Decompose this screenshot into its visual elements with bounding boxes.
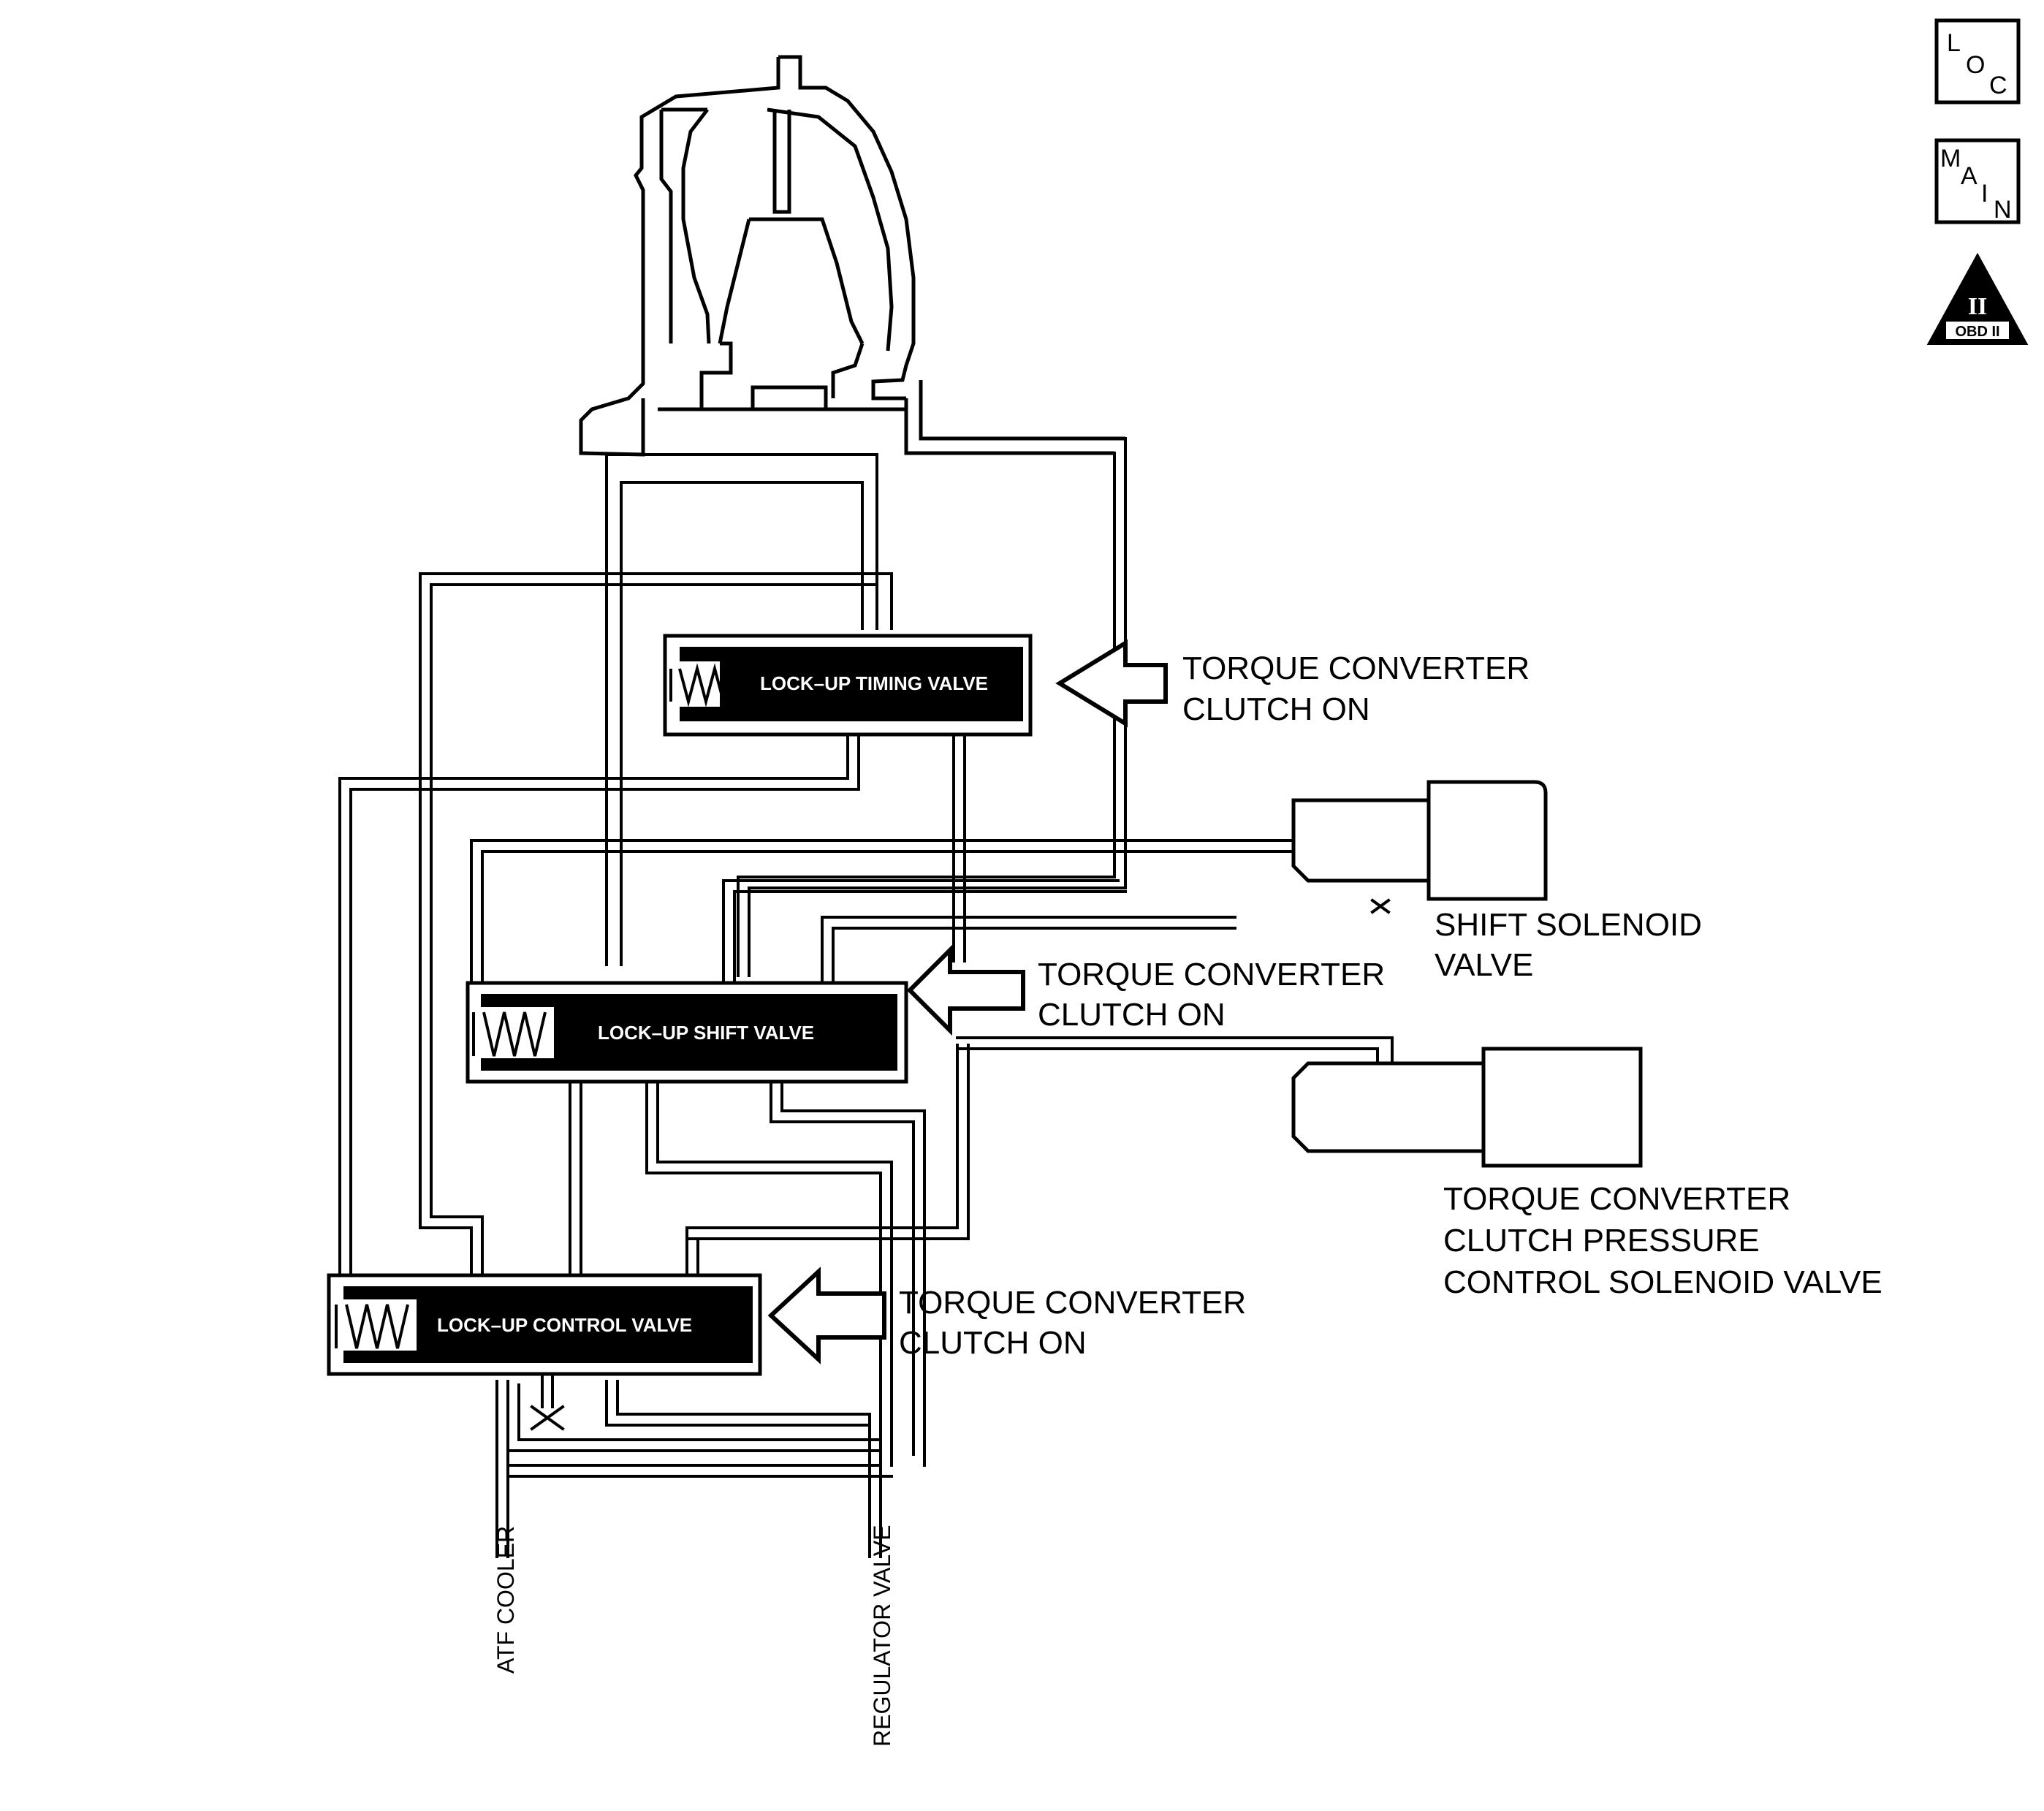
tcc-on-label-1-line1: TORQUE CONVERTER [1182, 650, 1530, 686]
main-letter-a: A [1961, 162, 1977, 190]
loc-icon[interactable]: L O C [1934, 18, 2021, 105]
tcc-pressure-label-line1: TORQUE CONVERTER [1443, 1181, 1790, 1217]
loc-letter-l: L [1947, 29, 1961, 57]
torque-converter-housing [579, 55, 1125, 457]
control-valve-label: LOCK–UP CONTROL VALVE [437, 1314, 692, 1336]
loc-letter-c: C [1989, 72, 2007, 99]
regulator-valve-label: REGULATOR VALVE [869, 1525, 895, 1747]
tcc-on-label-2-line1: TORQUE CONVERTER [1038, 957, 1385, 992]
main-letter-i: I [1981, 180, 1988, 208]
obd-text: OBD II [1955, 324, 1999, 340]
tcc-on-label-3-line1: TORQUE CONVERTER [899, 1285, 1246, 1321]
shift-solenoid-label-line2: VALVE [1435, 947, 1533, 983]
tcc-pressure-label-line3: CONTROL SOLENOID VALVE [1443, 1264, 1882, 1300]
tcc-on-arrow-1 [1055, 639, 1168, 728]
shift-valve-label: LOCK–UP SHIFT VALVE [598, 1022, 814, 1044]
atf-cooler-label: ATF COOLER [493, 1526, 519, 1674]
tcc-on-arrow-2 [906, 944, 1025, 1036]
shift-solenoid-label-line1: SHIFT SOLENOID [1435, 907, 1702, 943]
main-letter-n: N [1994, 196, 2012, 224]
shift-solenoid-valve [1291, 780, 1548, 901]
lock-up-shift-valve: LOCK–UP SHIFT VALVE [466, 981, 908, 1084]
tcc-pressure-label-line2: CLUTCH PRESSURE [1443, 1223, 1760, 1258]
timing-valve-label: LOCK–UP TIMING VALVE [760, 672, 988, 694]
tcc-on-label-1-line2: CLUTCH ON [1182, 691, 1370, 727]
tcc-pressure-control-solenoid-valve [1291, 1047, 1643, 1168]
loc-letter-o: O [1966, 51, 1985, 79]
obd-ii-icon[interactable]: II OBD II [1926, 252, 2029, 345]
lock-up-timing-valve: LOCK–UP TIMING VALVE [663, 634, 1033, 737]
tcc-on-label-2-line2: CLUTCH ON [1038, 997, 1226, 1033]
tcc-on-label-3-line2: CLUTCH ON [899, 1325, 1087, 1361]
main-letter-m: M [1940, 145, 1961, 172]
lock-up-control-valve: LOCK–UP CONTROL VALVE [327, 1273, 762, 1376]
tcc-on-arrow-3 [767, 1267, 886, 1364]
main-icon[interactable]: M A I N [1934, 138, 2021, 224]
hydraulic-passages [338, 437, 1394, 1558]
obd-numeral: II [1968, 293, 1987, 320]
